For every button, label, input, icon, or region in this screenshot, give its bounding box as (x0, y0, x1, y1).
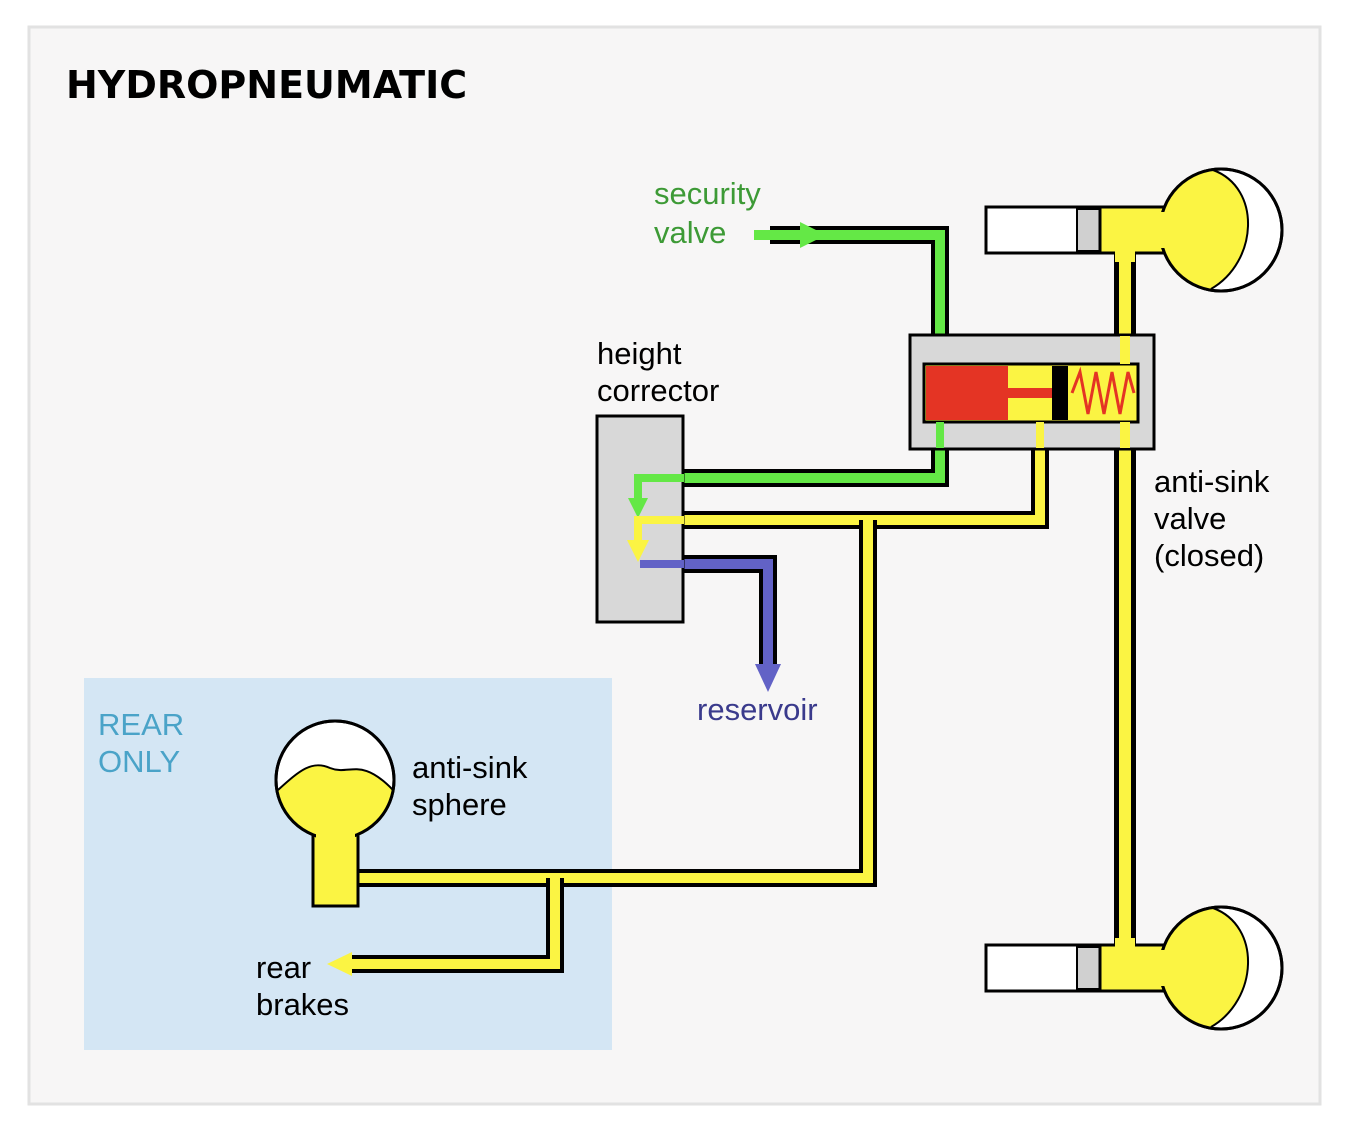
anti-sink-valve-label-line2: valve (1154, 501, 1226, 536)
height-corrector-label-line1: height (597, 336, 682, 371)
rear-only-label-line1: REAR (98, 707, 184, 742)
rear-brakes-label-line1: rear (256, 950, 311, 985)
rear-brakes-arrow (327, 952, 352, 976)
anti-sink-valve-label-line1: anti-sink (1154, 464, 1270, 499)
security-valve-label-line2: valve (654, 215, 726, 250)
height-corrector-label-line2: corrector (597, 373, 719, 408)
anti-sink-sphere-label-line2: sphere (412, 787, 507, 822)
security-valve-label-line1: security (654, 176, 761, 211)
reservoir-arrow (755, 664, 781, 692)
front-strut-bottom (984, 938, 1170, 993)
rear-brakes-label-line2: brakes (256, 987, 349, 1022)
valve-spring (1070, 366, 1136, 415)
security-valve-arrow (754, 222, 826, 248)
reservoir-label: reservoir (697, 692, 818, 727)
height-corrector-internal-flow (627, 474, 684, 568)
anti-sink-sphere-label-line1: anti-sink (412, 750, 528, 785)
front-sphere-top (1158, 167, 1284, 293)
diagram-title: HYDROPNEUMATIC (66, 63, 467, 107)
pipe-valve-to-corrector (640, 420, 1049, 529)
anti-sink-valve (908, 333, 1156, 451)
anti-sink-sphere (274, 719, 396, 908)
front-strut-top (984, 205, 1170, 262)
front-sphere-bottom (1158, 905, 1284, 1031)
rear-only-label-line2: ONLY (98, 744, 180, 779)
pipe-rear-brakes (350, 878, 564, 973)
pipe-to-rear-sphere (345, 520, 877, 887)
anti-sink-valve-label-line3: (closed) (1154, 538, 1264, 573)
